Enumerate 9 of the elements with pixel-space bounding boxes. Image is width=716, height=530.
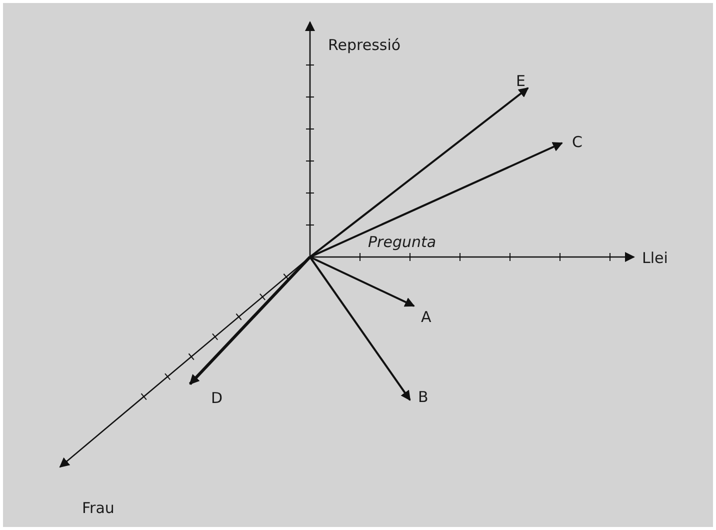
vector-label: D (211, 389, 223, 407)
vector-label: B (418, 388, 428, 406)
vector-label: E (516, 72, 526, 90)
annotation-label: Pregunta (368, 233, 436, 251)
axis-label: Repressió (328, 36, 401, 54)
vector-label: C (572, 133, 582, 151)
axis-label: Frau (82, 499, 114, 517)
vector-label: A (421, 308, 432, 326)
axis-label: Llei (642, 249, 668, 267)
